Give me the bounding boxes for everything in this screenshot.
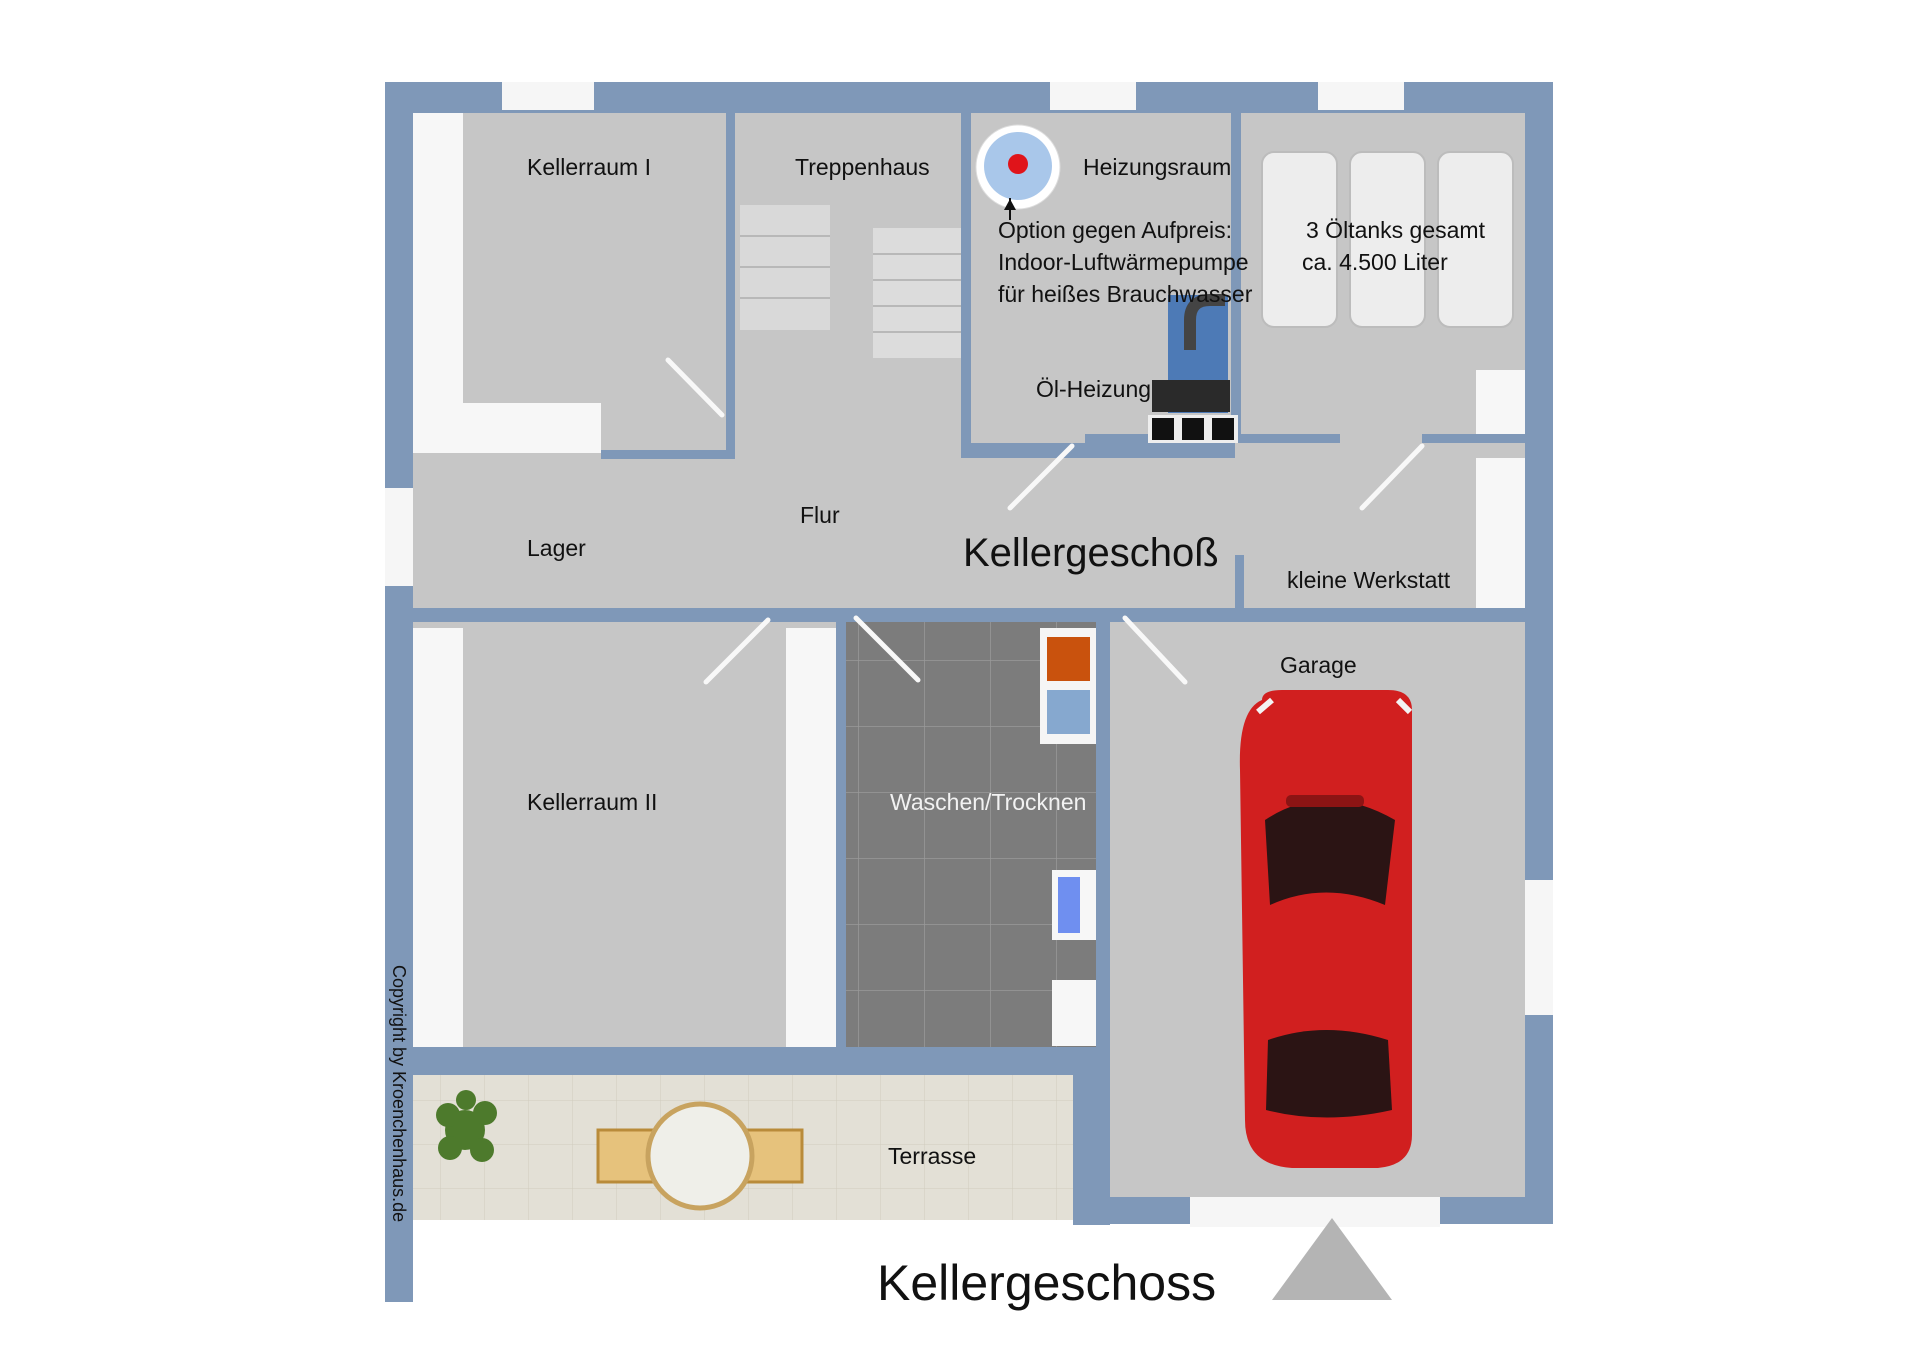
oil-heating-icon: [1148, 294, 1238, 443]
entrance-arrow-icon: [1272, 1218, 1392, 1300]
white-area-bottom: [413, 1220, 1073, 1230]
room-label-heizungsraum: Heizungsraum: [1083, 154, 1231, 180]
room-label-treppenhaus: Treppenhaus: [795, 154, 930, 180]
plan-title: Kellergeschoss: [877, 1255, 1216, 1311]
window: [1525, 880, 1553, 1015]
window: [502, 82, 594, 110]
wall-left-ext: [385, 1220, 413, 1302]
copyright-note: Copyright by Kroenchenhaus.de: [389, 965, 409, 1222]
option-note-line-2: Indoor-Luftwärmepumpe: [998, 249, 1249, 275]
room-label-waschen: Waschen/Trocknen: [890, 789, 1086, 815]
option-note-line-1: Option gegen Aufpreis:: [998, 217, 1232, 243]
shelf: [413, 113, 463, 453]
room-label-oel-heizung: Öl-Heizung: [1036, 376, 1151, 402]
shelf: [786, 628, 836, 1047]
room-label-werkstatt: kleine Werkstatt: [1287, 567, 1451, 593]
shelf: [413, 628, 463, 1047]
window: [1318, 82, 1404, 110]
car-icon: [1239, 690, 1413, 1168]
heat-pump-icon: [975, 124, 1061, 220]
plant-icon: [436, 1090, 497, 1162]
room-label-kellerraum-1: Kellerraum I: [527, 154, 651, 180]
staircase: [740, 205, 961, 358]
floor-kellerraum-1: [413, 113, 726, 458]
washer-dryer-icon: [1040, 628, 1096, 1046]
room-label-lager: Lager: [527, 535, 586, 561]
white-right-bottom: [1553, 1224, 1593, 1284]
floor-kellerraum-2: [413, 622, 836, 1047]
shelf: [413, 403, 601, 453]
shelf: [1476, 458, 1525, 608]
room-label-flur: Flur: [800, 502, 840, 528]
shelf: [1476, 370, 1525, 438]
window: [1050, 82, 1136, 110]
option-note-line-3: für heißes Brauchwasser: [998, 281, 1253, 307]
room-label-terrasse: Terrasse: [888, 1143, 976, 1169]
room-label-garage: Garage: [1280, 652, 1357, 678]
room-label-kellerraum-2: Kellerraum II: [527, 789, 657, 815]
tanks-note-line-1: 3 Öltanks gesamt: [1306, 217, 1486, 243]
garage-door: [1190, 1197, 1440, 1227]
tanks-note-line-2: ca. 4.500 Liter: [1302, 249, 1448, 275]
oil-tanks-icon: [1261, 151, 1514, 328]
window: [385, 488, 413, 586]
floor-label: Kellergeschoß: [963, 531, 1219, 575]
door-swings: [665, 357, 1425, 685]
table-chairs-icon: [596, 1101, 804, 1211]
